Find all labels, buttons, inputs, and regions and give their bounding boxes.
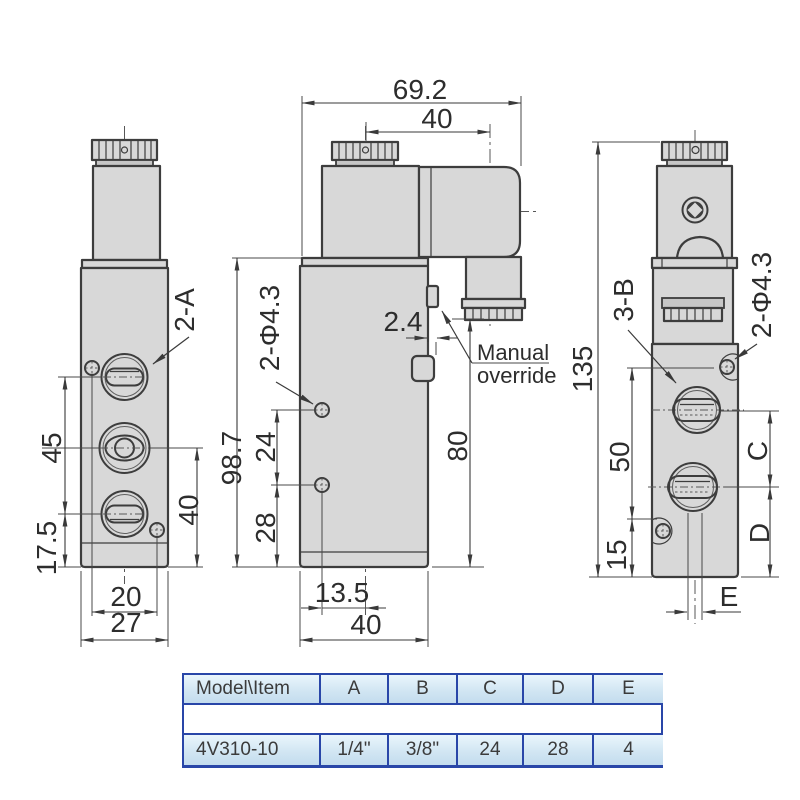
dim-front-port-spacing: 45 [36,432,67,463]
front-view: 45 17.5 40 20 27 2-A [31,126,204,647]
end-coil-cap [660,140,729,162]
end-cable-arc [675,235,725,260]
end-cable-gland [662,306,724,323]
front-coil-cap [90,138,159,162]
dim-end-total-height: 135 [567,346,598,393]
dim-side-hole-x: 13.5 [315,577,370,608]
end-mounting-hole-bottom [651,517,673,545]
connector-screw [681,196,709,224]
side-view: 69.2 40 98.7 2-Φ4.3 24 28 2.4 Manual ove… [216,74,556,647]
dim-end-c: C [742,441,773,461]
dim-side-body-height: 98.7 [216,431,247,486]
end-coil-flange [650,256,739,270]
side-connector [417,165,522,259]
side-coil-flange [300,256,430,268]
header-e: E [594,675,663,705]
side-coil-body [320,164,421,260]
note-front-ports: 2-A [169,288,200,332]
value-d: 28 [524,733,594,765]
note-side-holes: 2-Φ4.3 [254,285,285,371]
dim-side-hole-bottom: 28 [250,512,281,543]
header-a: A [321,675,389,705]
header-model-item: Model\Item [184,675,321,705]
spec-table-header-row: Model\Item A B C D E [184,675,663,705]
dim-side-hole-spacing: 24 [250,431,281,462]
side-mounting-hole-top [314,402,330,418]
end-view: 135 50 15 3-B 2-Φ4.3 C D E [567,130,779,624]
manual-override-button [425,284,440,309]
dim-front-hole-span: 20 [110,581,141,612]
dim-front-side: 40 [173,494,204,525]
end-port-bottom [667,462,718,512]
front-coil-body [91,164,162,262]
dim-end-port-spacing: 50 [604,441,635,472]
side-exhaust-tab [410,354,436,383]
spec-table-spacer-row [184,705,661,733]
side-mounting-hole-bottom [314,477,330,493]
dim-side-total-width: 69.2 [393,74,448,105]
value-c: 24 [458,733,524,765]
front-valve-body [79,266,170,569]
note-end-ports: 3-B [608,278,639,322]
side-valve-body [298,264,430,569]
header-b: B [389,675,458,705]
manual-override-label-2: override [477,363,556,388]
front-coil-flange [80,258,169,270]
dim-front-width: 27 [110,607,141,638]
dim-front-bottom-offset: 17.5 [31,521,62,576]
note-end-holes: 2-Φ4.3 [746,252,777,338]
front-mounting-hole-top [84,360,100,376]
value-a: 1/4" [321,733,389,765]
dim-end-bottom-offset: 15 [601,539,632,570]
manual-override-label-1: Manual [477,340,549,365]
front-mounting-hole-bottom [149,522,165,538]
side-cable-gland [463,306,524,322]
dim-side-depth: 40 [350,609,381,640]
spec-table: Model\Item A B C D E 4V310-10 1/4" 3/8" … [182,673,663,768]
value-model: 4V310-10 [184,733,321,765]
spec-table-data-row: 4V310-10 1/4" 3/8" 24 28 4 [184,733,663,765]
side-connector-elbow [464,255,523,301]
side-coil-cap [330,140,400,162]
dim-side-height: 80 [442,430,473,461]
value-b: 3/8" [389,733,458,765]
dim-end-d: D [744,523,775,543]
dim-side-connector: 40 [421,103,452,134]
dim-side-button: 2.4 [384,306,423,337]
header-d: D [524,675,594,705]
end-mounting-hole-top [719,353,739,381]
value-e: 4 [594,733,663,765]
header-c: C [458,675,524,705]
dim-end-e: E [720,581,739,612]
end-port-top [672,386,721,434]
